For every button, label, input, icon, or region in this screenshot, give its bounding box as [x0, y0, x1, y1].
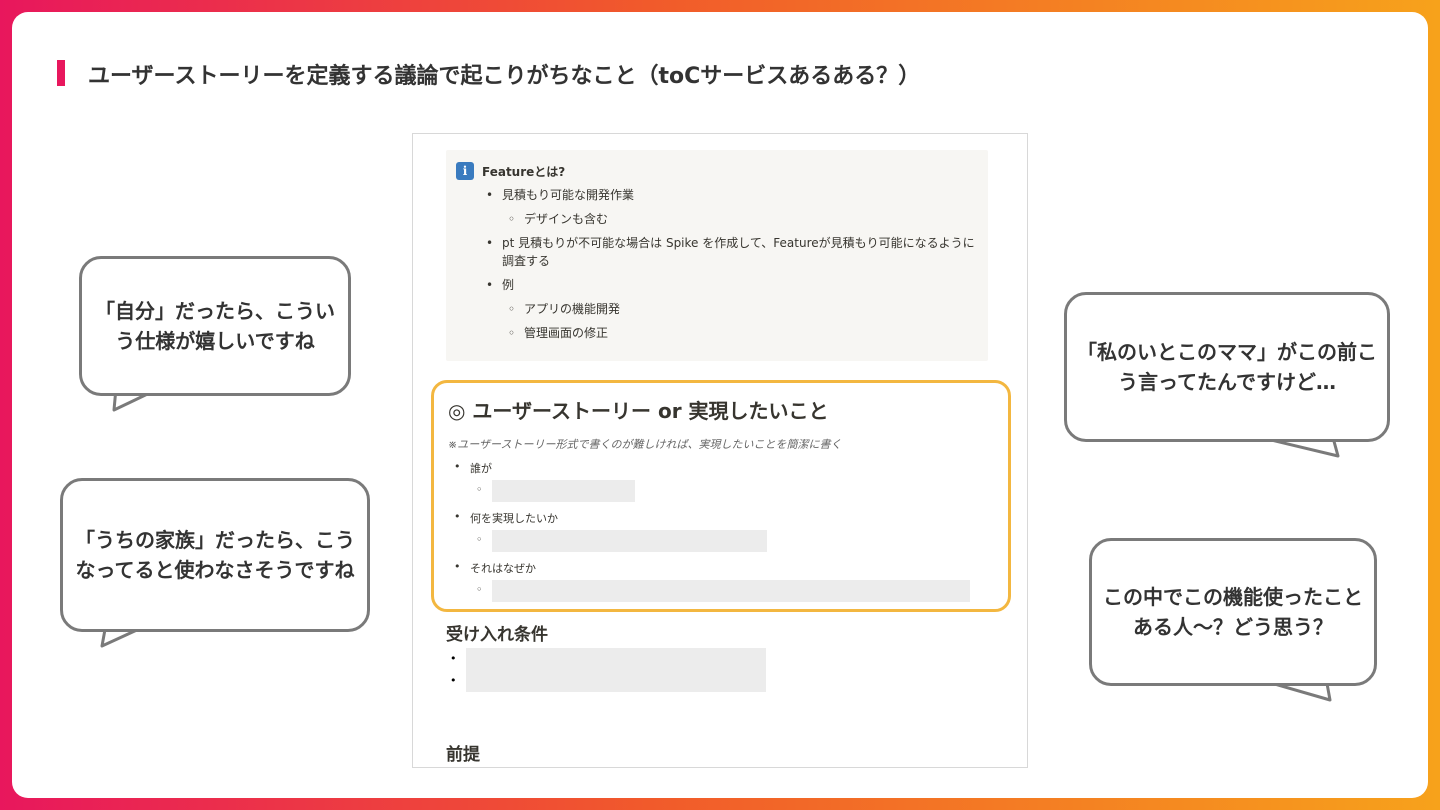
list-item: pt 見積もりが不可能な場合は Spike を作成して、Featureが見積もり…: [456, 234, 978, 270]
speech-bubble-family: 「うちの家族」だったら、こうなってると使わなさそうですね: [60, 478, 370, 632]
list-item: 管理画面の修正: [456, 324, 978, 342]
list-item: [446, 670, 466, 692]
list-item: [446, 648, 466, 670]
acceptance-heading: 受け入れ条件: [446, 625, 548, 645]
callout-heading-row: i Featureとは?: [456, 162, 978, 180]
callout-list: 見積もり可能な開発作業 デザインも含む pt 見積もりが不可能な場合は Spik…: [456, 186, 978, 342]
empty-input-placeholder[interactable]: [492, 530, 767, 552]
story-item-who: 誰が: [448, 460, 994, 476]
story-subitem: [448, 480, 994, 502]
document-screenshot: i Featureとは? 見積もり可能な開発作業 デザインも含む pt 見積もり…: [412, 133, 1028, 768]
slide: ユーザーストーリーを定義する議論で起こりがちなこと（toCサービスあるある？） …: [12, 12, 1428, 798]
slide-title: ユーザーストーリーを定義する議論で起こりがちなこと（toCサービスあるある？）: [88, 64, 921, 89]
story-subitem: [448, 580, 994, 602]
feature-callout: i Featureとは? 見積もり可能な開発作業 デザインも含む pt 見積もり…: [446, 150, 988, 361]
user-story-highlight: ◎ ユーザーストーリー or 実現したいこと ※ユーザーストーリー形式で書くのが…: [431, 380, 1011, 612]
list-item: 例: [456, 276, 978, 294]
speech-bubble-self: 「自分」だったら、こういう仕様が嬉しいですね: [79, 256, 351, 396]
user-story-title: ◎ ユーザーストーリー or 実現したいこと: [448, 399, 829, 423]
story-subitem: [448, 530, 994, 552]
premise-heading: 前提: [446, 745, 480, 765]
list-item: アプリの機能開発: [456, 300, 978, 318]
story-item-why: それはなぜか: [448, 560, 994, 576]
callout-heading: Featureとは?: [482, 164, 566, 179]
speech-bubble-cousin: 「私のいとこのママ」がこの前こう言ってたんですけど…: [1064, 292, 1390, 442]
story-item-what: 何を実現したいか: [448, 510, 994, 526]
info-icon: i: [456, 162, 474, 180]
empty-input-placeholder[interactable]: [492, 580, 970, 602]
speech-bubble-users: この中でこの機能使ったことある人〜？どう思う？: [1089, 538, 1377, 686]
list-item: デザインも含む: [456, 210, 978, 228]
empty-input-placeholder[interactable]: [492, 480, 635, 502]
user-story-note: ※ユーザーストーリー形式で書くのが難しければ、実現したいことを簡潔に書く: [448, 438, 842, 451]
list-item: 見積もり可能な開発作業: [456, 186, 978, 204]
empty-input-placeholder[interactable]: [466, 648, 766, 692]
acceptance-list: [446, 648, 766, 692]
title-accent-bar: [57, 60, 65, 86]
